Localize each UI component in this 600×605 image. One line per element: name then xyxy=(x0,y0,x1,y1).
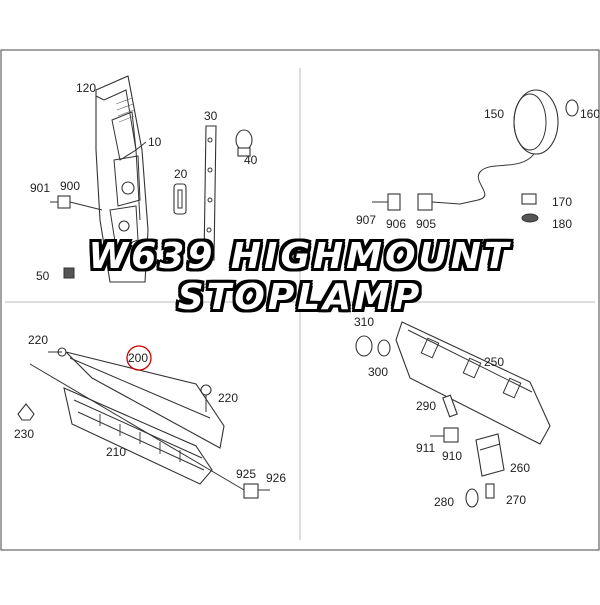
overlay-title: W639 HIGHMOUNT STOPLAMP xyxy=(88,236,512,318)
label-906: 906 xyxy=(386,217,406,231)
label-10: 10 xyxy=(148,135,162,149)
label-180: 180 xyxy=(552,217,572,231)
label-907: 907 xyxy=(356,213,376,227)
cover-200 xyxy=(64,350,225,449)
label-230: 230 xyxy=(14,427,34,441)
label-260: 260 xyxy=(510,461,530,475)
label-160: 160 xyxy=(580,107,600,121)
screw-220-left xyxy=(48,347,67,357)
label-925: 925 xyxy=(236,467,256,481)
label-200: 200 xyxy=(128,351,148,365)
bracket-30 xyxy=(203,125,217,261)
label-150: 150 xyxy=(484,107,504,121)
round-lamp-150 xyxy=(459,89,559,205)
diagram-frame xyxy=(0,49,600,551)
label-270: 270 xyxy=(506,493,526,507)
bulb-40 xyxy=(235,129,253,157)
highlight-circle-200 xyxy=(126,345,152,371)
label-170: 170 xyxy=(552,195,572,209)
part-50 xyxy=(63,267,75,279)
label-290: 290 xyxy=(416,399,436,413)
connector-905 xyxy=(417,193,461,211)
grommet-230 xyxy=(17,403,35,421)
connector-906 xyxy=(387,193,401,211)
label-120: 120 xyxy=(76,81,96,95)
screw-220-right xyxy=(200,384,212,412)
label-910: 910 xyxy=(442,449,462,463)
connector-910 xyxy=(430,427,459,443)
grommet-310 xyxy=(355,335,373,357)
tail-light-assembly xyxy=(95,75,149,283)
connector-925 xyxy=(29,363,270,499)
gasket-20 xyxy=(173,183,187,215)
label-40: 40 xyxy=(244,153,258,167)
spacer-290 xyxy=(442,394,458,418)
grommet-300 xyxy=(377,339,391,357)
label-900: 900 xyxy=(60,179,80,193)
lamp-housing-210 xyxy=(63,387,213,485)
label-220-left: 220 xyxy=(28,333,48,347)
nut-180 xyxy=(521,213,539,223)
label-280: 280 xyxy=(434,495,454,509)
label-300: 300 xyxy=(368,365,388,379)
leader-10 xyxy=(135,141,147,151)
bulb-270 xyxy=(485,483,495,499)
leader-120 xyxy=(95,95,105,101)
clip-170 xyxy=(521,193,537,205)
label-50: 50 xyxy=(36,269,50,283)
label-310: 310 xyxy=(354,315,374,329)
connector-900 xyxy=(50,195,103,211)
label-905: 905 xyxy=(416,217,436,231)
label-30: 30 xyxy=(204,109,218,123)
label-210: 210 xyxy=(106,445,126,459)
label-220-right: 220 xyxy=(218,391,238,405)
label-911: 911 xyxy=(416,441,435,455)
label-926: 926 xyxy=(266,471,286,485)
bulb-160 xyxy=(565,99,579,117)
label-901: 901 xyxy=(30,181,50,195)
bulb-280 xyxy=(465,488,479,508)
label-250: 250 xyxy=(484,355,504,369)
handle-250 xyxy=(395,321,551,445)
plate-lamp-260 xyxy=(475,433,505,477)
label-20: 20 xyxy=(174,167,188,181)
